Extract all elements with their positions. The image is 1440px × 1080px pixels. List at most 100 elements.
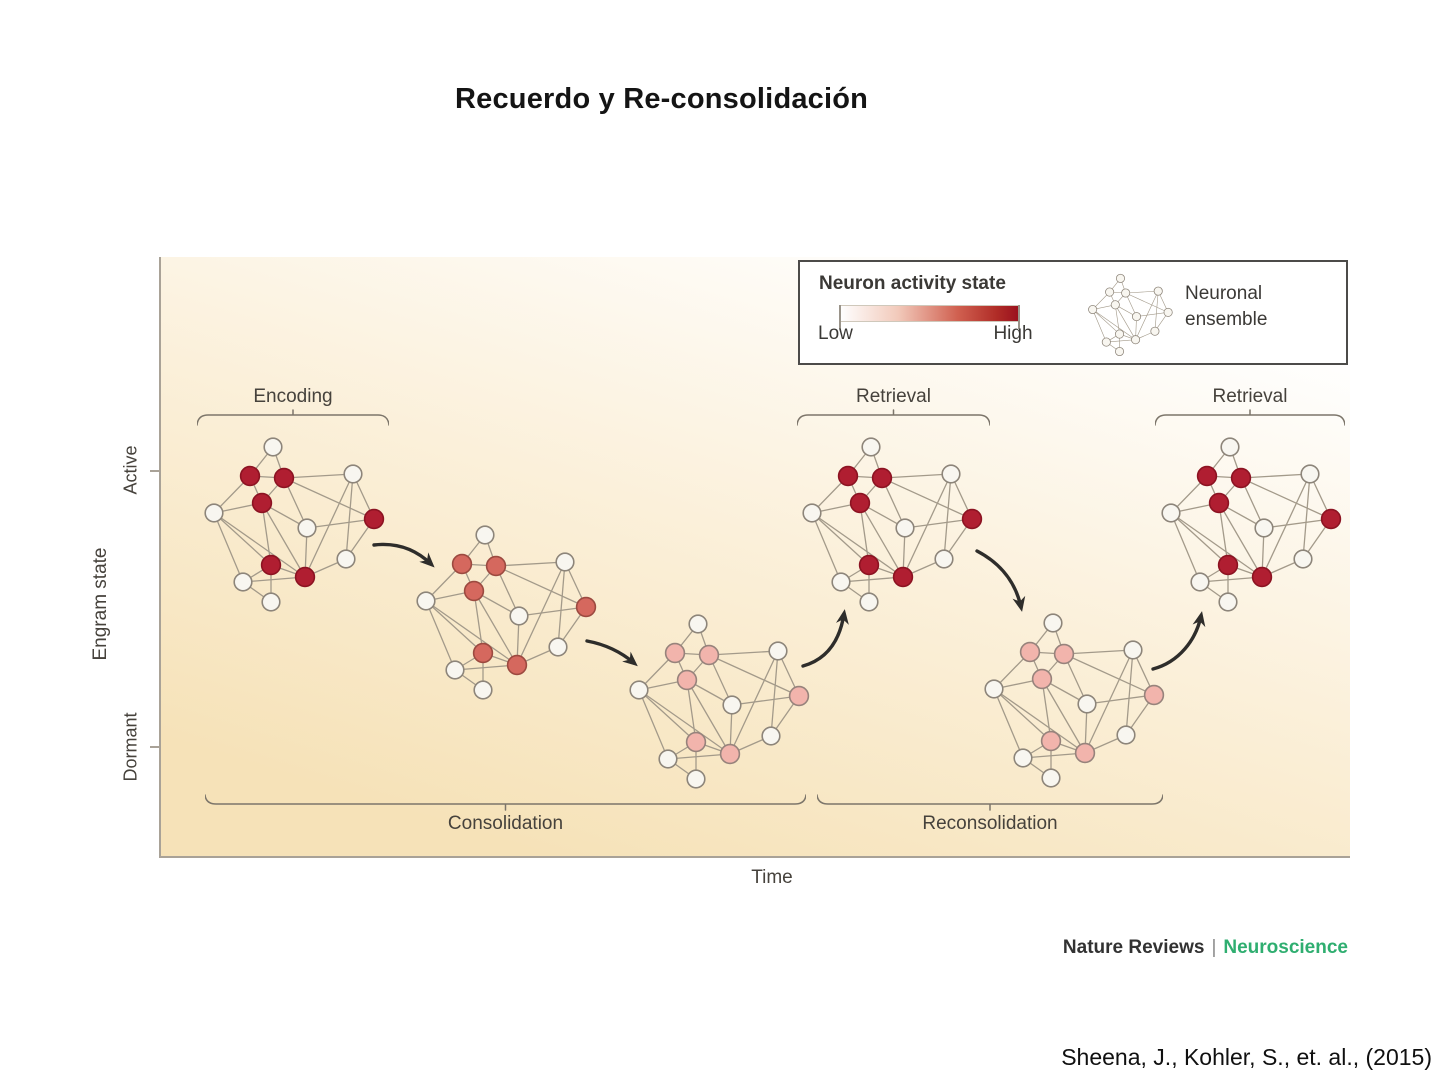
y-tick-label-dormant: Dormant <box>120 712 141 782</box>
neuron-node-active <box>260 554 282 576</box>
legend-ensemble-label-line2: ensemble <box>1185 309 1268 330</box>
journal-credit-divider: | <box>1211 937 1217 958</box>
neuron-node-active <box>1143 684 1165 706</box>
neuron-node-inactive <box>1088 304 1098 315</box>
synapse-edge <box>454 664 518 671</box>
synapse-edge <box>495 565 587 608</box>
stage-label-encoding: Encoding <box>253 386 333 407</box>
neuron-node-inactive <box>1115 346 1125 357</box>
synapse-edge <box>993 688 1024 759</box>
synapse-edge <box>686 679 731 755</box>
neuron-node-active <box>239 465 261 487</box>
neuron-node-inactive <box>233 572 253 592</box>
neuron-node-active <box>664 642 686 664</box>
synapse-edge <box>1136 312 1169 317</box>
synapse-edge <box>1106 339 1136 343</box>
neuron-node-inactive <box>859 592 879 612</box>
neuron-node-active <box>463 580 485 602</box>
neuron-node-inactive <box>548 637 568 657</box>
neuron-node-inactive <box>343 464 363 484</box>
phase-label-reconsolidation: Reconsolidation <box>922 813 1058 834</box>
neuron-node-active <box>1217 554 1239 576</box>
reconsolidation-bracket <box>817 794 1163 811</box>
synapse-edge <box>1092 309 1136 340</box>
neuron-node-inactive <box>1300 464 1320 484</box>
synapse-edge <box>1125 649 1134 736</box>
synapse-edge <box>425 600 456 671</box>
synapse-edge <box>811 512 870 566</box>
neuronal-ensemble-retrieval-2 <box>1161 437 1342 612</box>
neuron-node-inactive <box>509 606 529 626</box>
y-tick-label-active: Active <box>120 445 141 495</box>
synapse-edge <box>1240 477 1332 520</box>
synapse-edge <box>811 512 842 583</box>
brace-path <box>197 409 389 426</box>
neuron-node-active <box>1320 508 1342 530</box>
synapse-edge <box>708 654 800 697</box>
legend-ensemble-label-line1: Neuronal <box>1185 283 1263 304</box>
neuron-node-inactive <box>1013 748 1033 768</box>
neuronal-ensemble-encoding <box>204 437 385 612</box>
gradient-bar-right-cap <box>1018 305 1020 329</box>
neuron-node-active <box>849 492 871 514</box>
slide-title: Recuerdo y Re-consolidación <box>455 83 869 116</box>
synapse-edge <box>638 689 669 760</box>
neuron-node-active <box>294 566 316 588</box>
synapse-edge <box>518 606 587 617</box>
activity-gradient-bar <box>840 305 1019 322</box>
synapse-edge <box>213 512 306 578</box>
neuron-node-inactive <box>768 641 788 661</box>
neuron-node-inactive <box>336 549 356 569</box>
synapse-edge <box>1170 512 1263 578</box>
synapse-edge <box>993 688 1086 754</box>
neuron-node-active <box>506 654 528 676</box>
neuron-node-inactive <box>1101 337 1111 347</box>
neuronal-ensemble-consolidation-early <box>416 525 597 700</box>
synapse-edge <box>881 477 973 520</box>
synapse-edge <box>306 518 375 529</box>
synapse-edge <box>881 473 952 479</box>
neuron-node-inactive <box>1153 286 1163 296</box>
synapse-edge <box>638 689 697 743</box>
synapse-edge <box>1218 502 1229 566</box>
neuron-node-inactive <box>1110 300 1120 310</box>
neuron-node-inactive <box>984 679 1004 699</box>
stage-label-retrieval-1: Retrieval <box>856 386 931 407</box>
neuron-node-inactive <box>802 503 822 523</box>
retrieval-1-bracket <box>797 409 990 426</box>
synapse-edge <box>1170 512 1229 566</box>
synapse-edge <box>1041 678 1052 742</box>
synapse-edge <box>213 512 272 566</box>
neuron-node-active <box>1230 467 1252 489</box>
neuron-node-inactive <box>934 549 954 569</box>
neuron-node-active <box>676 669 698 691</box>
stage-label-retrieval-2: Retrieval <box>1212 386 1288 407</box>
journal-credit: Nature Reviews|Neuroscience <box>1020 937 1348 959</box>
neuron-node-inactive <box>686 769 706 789</box>
neuron-node-active <box>273 467 295 489</box>
x-axis-title: Time <box>751 867 793 888</box>
neuron-node-inactive <box>722 695 742 715</box>
synapse-edge <box>473 590 518 666</box>
neuron-node-inactive <box>1254 518 1274 538</box>
neuron-node-inactive <box>861 437 881 457</box>
neuron-node-inactive <box>1150 326 1160 336</box>
neuron-node-inactive <box>416 591 436 611</box>
phase-label-consolidation: Consolidation <box>447 813 564 834</box>
neuron-node-inactive <box>1041 768 1061 788</box>
gradient-bar-left-cap <box>839 305 841 329</box>
neuron-node-inactive <box>445 660 465 680</box>
neuron-node-active <box>837 465 859 487</box>
neuron-node-active <box>961 508 983 530</box>
synapse-edge <box>242 576 306 583</box>
neuron-node-active <box>251 492 273 514</box>
synapse-edge <box>708 650 779 656</box>
synapse-edge <box>1154 291 1159 332</box>
neuron-node-inactive <box>555 552 575 572</box>
synapse-edge <box>1063 653 1155 696</box>
synapse-edge <box>261 502 306 578</box>
neuron-node-inactive <box>1293 549 1313 569</box>
neuron-node-active <box>472 642 494 664</box>
legend-high-label: High <box>993 323 1033 344</box>
neuron-node-inactive <box>263 437 283 457</box>
